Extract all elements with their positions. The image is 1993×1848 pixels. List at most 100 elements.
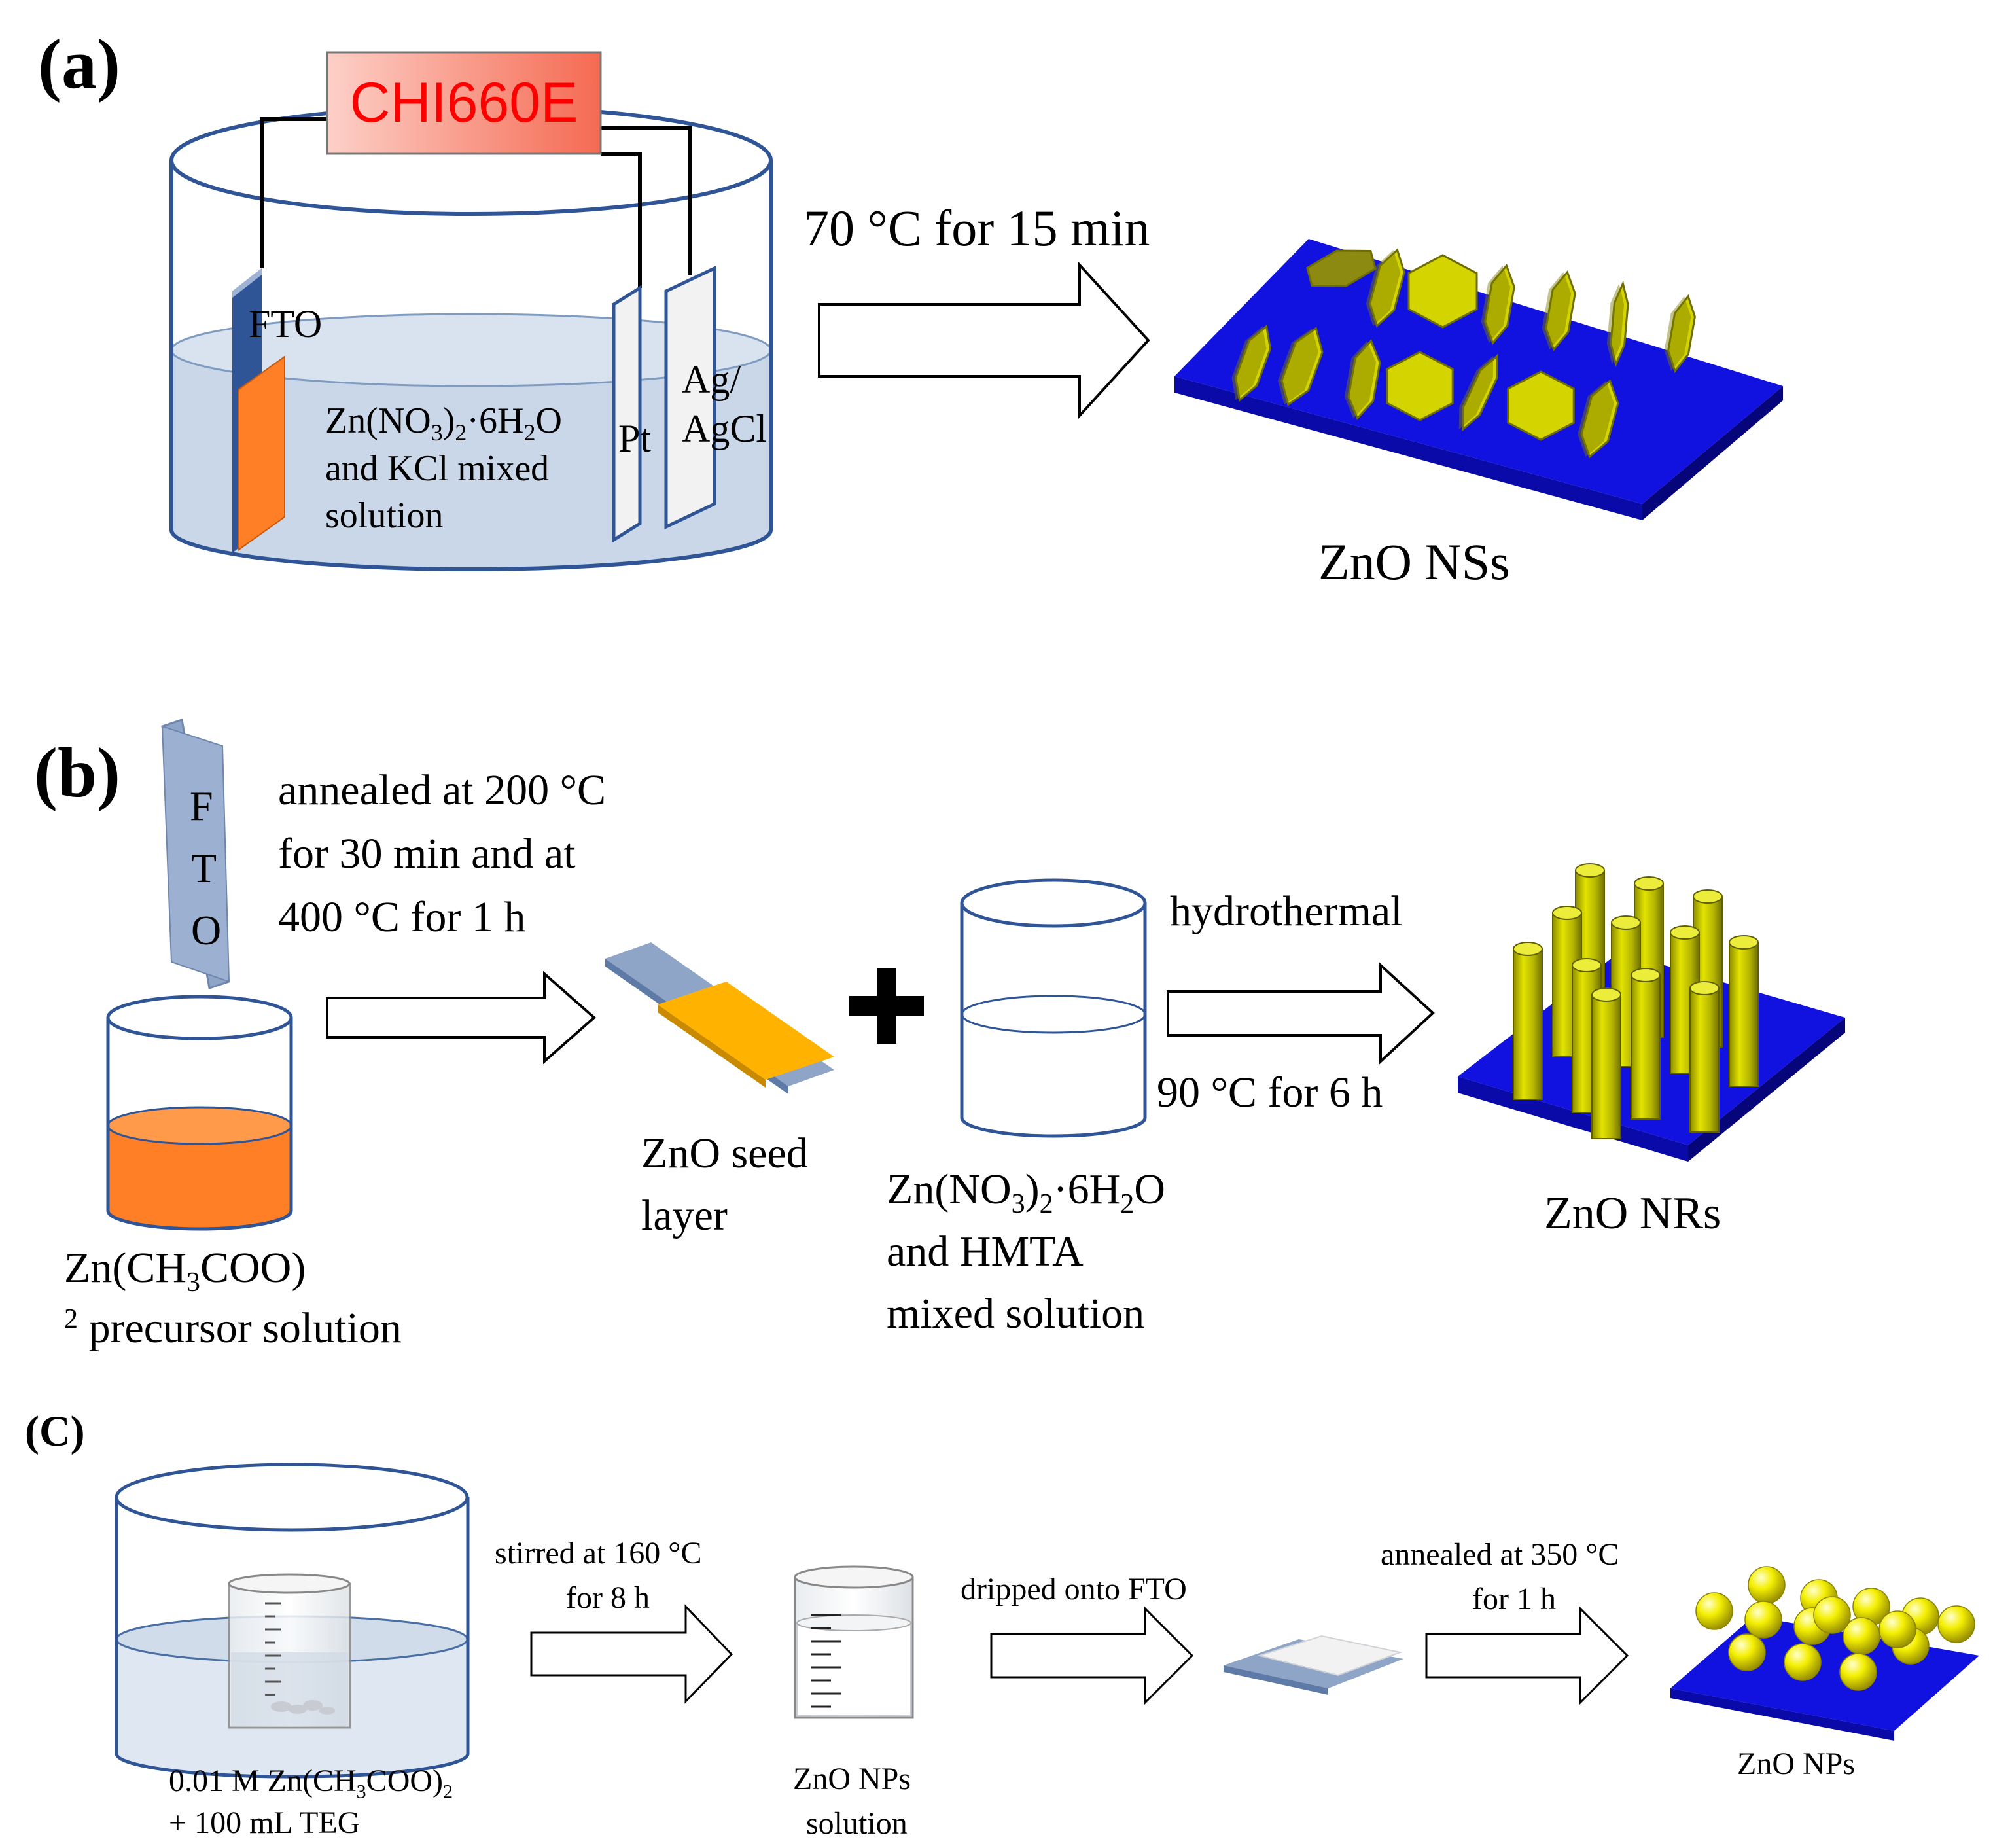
mix-t4: O [1134,1165,1165,1213]
ag-agcl-electrode [664,266,716,529]
nanorods-group [1513,863,1759,1139]
nanosheet [1462,353,1498,432]
nanorod-cap [1634,876,1664,891]
nr-substrate-side [1688,1018,1845,1162]
nanorod [1513,948,1543,1100]
nanosheet-edge [1366,250,1401,326]
sol-a-s1: 3 [431,419,443,446]
reagent-label-line2: + 100 mL TEG [169,1805,361,1840]
sol-a-t1: Zn(NO [325,400,431,441]
nanosheet [1369,248,1405,328]
mix-t2: ) [1025,1165,1040,1213]
mix-beaker-rim [960,878,1147,928]
plus-horizontal [849,996,924,1016]
nanosheet [1580,379,1619,459]
sol-a-s3: 2 [523,419,536,446]
seed-layer [658,982,834,1080]
intermediate-label-line1: ZnO NPs [793,1762,911,1796]
nanosheet-edge [1664,296,1691,372]
film-fto-edge [1224,1665,1328,1695]
seed-label-line1: ZnO seed [641,1129,808,1177]
precursor-label-line2: 2 precursor solution [64,1306,402,1350]
mix-s3: 2 [1120,1189,1135,1220]
nanorod-cap [1689,981,1720,995]
nanosheet [1386,351,1454,421]
nanorod-cap [1513,942,1543,956]
process-arrow-b1 [326,970,597,1065]
prec-t3: precursor solution [88,1304,402,1352]
instrument-box [326,51,602,155]
sol-a-t4: O [535,400,562,441]
seed-layer-edge [658,1004,766,1088]
orange-electrode [238,355,285,551]
nanorod-cap [1729,935,1759,950]
wire-counter [601,152,642,288]
nanorod [1591,994,1621,1139]
np-liquid-surface [796,1614,911,1631]
np-substrate-front [1670,1688,1894,1741]
mix-label-line1: Zn(NO3)2·6H2O [887,1168,1165,1218]
process-arrow-c3 [1425,1606,1629,1705]
nanosheet-edge [1481,265,1511,344]
label-fto-electrode: FTO [249,302,323,346]
label-agcl-electrode: AgCl [682,407,767,450]
mix-liquid-surface [961,995,1146,1034]
nanosheet [1610,280,1629,368]
reag-s1: 3 [356,1781,366,1803]
solution-label-a-line1: Zn(NO3)2·6H2O [325,402,562,444]
nanorod-cap [1693,889,1723,904]
condition-label-a: 70 °C for 15 min [803,200,1150,257]
nanoparticles-group [1695,1566,1975,1691]
label-pt-electrode: Pt [618,417,652,460]
step1-label-line2: for 8 h [566,1580,650,1615]
step3-label-line2: for 1 h [1472,1582,1556,1616]
sol-a-s2: 2 [455,419,467,446]
nanosheet [1347,339,1381,420]
inner-beaker-graduations [265,1602,281,1696]
process-label-b: hydrothermal [1170,887,1403,935]
nanoparticle [1728,1633,1766,1671]
film-layer [1257,1635,1403,1677]
reag-s2: 2 [443,1781,453,1803]
pt-electrode [612,285,642,543]
nanoparticle [1937,1605,1975,1643]
precursor-label-line1: Zn(CH3COO) [64,1244,306,1298]
nanoparticle [1878,1610,1916,1648]
nanorod [1729,942,1759,1087]
np-beaker-graduations [811,1614,841,1708]
np-beaker-rim [794,1565,914,1589]
reag-t1: 0.01 M Zn(CH [169,1764,357,1798]
intermediate-label-line2: solution [806,1806,908,1841]
prec-s1: 3 [186,1268,200,1298]
ns-substrate-top [1174,239,1783,504]
nanosheets-group [1231,248,1696,459]
mix-t3: ·6H [1053,1165,1121,1213]
step2-label: dripped onto FTO [961,1572,1187,1607]
mix-beaker-bottom [960,1117,1147,1138]
prec-t2: COO) [200,1244,306,1292]
fto-letter-o: O [191,907,222,953]
solution-label-a-line3: solution [325,495,444,536]
wire-reference [601,126,692,275]
reag-t2: COO) [366,1764,443,1798]
stir-particles [271,1700,335,1715]
inner-beaker-rim [228,1573,351,1594]
nanoparticle [1784,1643,1822,1681]
panel-label-b: (b) [34,734,120,812]
mix-liquid [962,1014,1145,1136]
nanorod-cap [1591,987,1621,1002]
nanosheet [1280,327,1324,406]
fto-plate-b-face [161,725,230,983]
nanoparticle [1813,1596,1851,1634]
process-arrow-c1 [530,1604,733,1704]
nanosheet-edge [1231,326,1267,400]
precursor-beaker-rim [106,995,293,1040]
mix-t1: Zn(NO [887,1165,1012,1213]
nanosheet [1484,263,1515,346]
nanorod-cap [1572,958,1602,972]
process-arrow-a [818,261,1150,419]
nanosheet-edge [1278,328,1318,405]
nanosheet-edge [1344,340,1377,419]
sol-a-t2: ) [442,400,455,441]
